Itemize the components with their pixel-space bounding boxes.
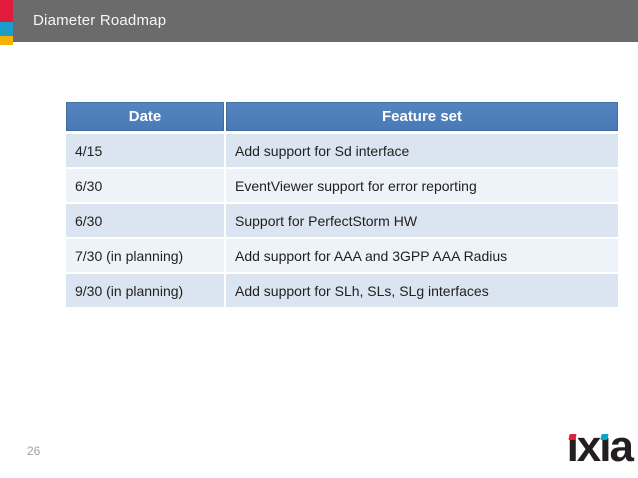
cell-date: 6/30 bbox=[64, 202, 226, 239]
table-row: 9/30 (in planning) Add support for SLh, … bbox=[64, 272, 620, 309]
table-row: 7/30 (in planning) Add support for AAA a… bbox=[64, 237, 620, 274]
accent-yellow-block bbox=[0, 36, 13, 45]
column-header-feature-set: Feature set bbox=[224, 100, 620, 134]
title-bar: Diameter Roadmap bbox=[0, 0, 638, 42]
table-header-row: Date Feature set bbox=[64, 100, 620, 134]
cell-feature: EventViewer support for error reporting bbox=[224, 167, 620, 204]
table-row: 4/15 Add support for Sd interface bbox=[64, 131, 620, 169]
red-dot-icon bbox=[567, 434, 577, 440]
logo-letter-i2: ı bbox=[599, 422, 611, 471]
cell-date: 9/30 (in planning) bbox=[64, 272, 226, 309]
column-header-date: Date bbox=[64, 100, 226, 134]
cell-date: 6/30 bbox=[64, 167, 226, 204]
cell-date: 4/15 bbox=[64, 131, 226, 169]
table-row: 6/30 EventViewer support for error repor… bbox=[64, 167, 620, 204]
slide-title: Diameter Roadmap bbox=[33, 12, 167, 29]
logo-letter-x: x bbox=[576, 422, 602, 471]
logo-letter-a: a bbox=[609, 422, 635, 471]
cell-feature: Add support for AAA and 3GPP AAA Radius bbox=[224, 237, 620, 274]
accent-red-block bbox=[0, 0, 13, 22]
accent-strip bbox=[0, 0, 13, 45]
roadmap-table: Date Feature set 4/15 Add support for Sd… bbox=[64, 100, 620, 309]
table-row: 6/30 Support for PerfectStorm HW bbox=[64, 202, 620, 239]
page-number: 26 bbox=[27, 444, 41, 458]
cell-date: 7/30 (in planning) bbox=[64, 237, 226, 274]
cell-feature: Support for PerfectStorm HW bbox=[224, 202, 620, 239]
cell-feature: Add support for Sd interface bbox=[224, 131, 620, 169]
ixia-logo: ı x ı a bbox=[566, 422, 635, 471]
accent-teal-block bbox=[0, 22, 13, 36]
logo-letter-i1: ı bbox=[566, 422, 579, 471]
cell-feature: Add support for SLh, SLs, SLg interfaces bbox=[224, 272, 620, 309]
